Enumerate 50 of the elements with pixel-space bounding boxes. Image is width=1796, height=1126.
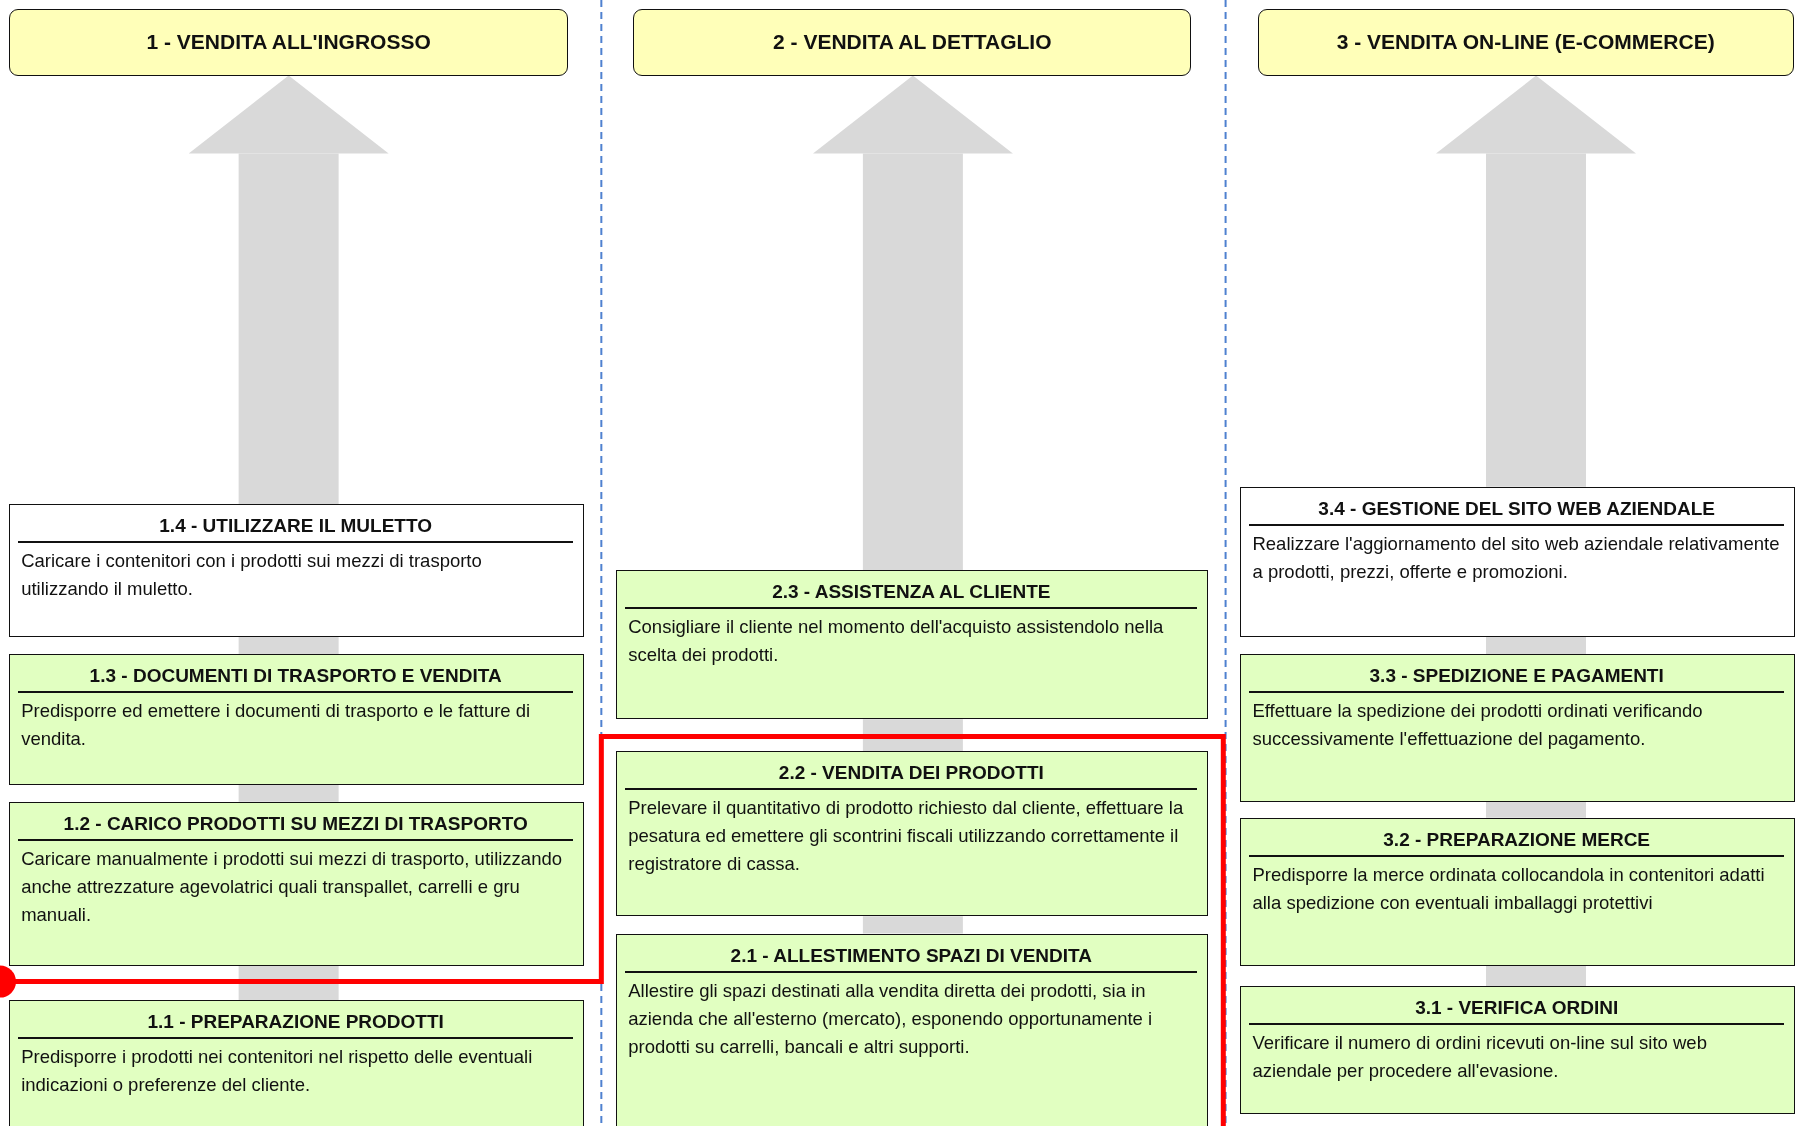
header-title: 3 - VENDITA ON-LINE (E-COMMERCE) <box>1336 30 1715 55</box>
connector-band <box>238 965 339 1000</box>
arrow <box>188 75 389 504</box>
box-text: Realizzare l'aggiornamento del sito web aziendale relativamente a prodotti, prezzi, offerte e promozioni. <box>1251 531 1781 584</box>
box-heading: 3.1 - VERIFICA ORDINI <box>1249 995 1784 1026</box>
box-text: Caricare manualmente i prodotti sui mezzi di trasporto, utilizzando anche attrezzature agevolatrici quali transpallet, carrelli e gru manuali. <box>20 846 563 927</box>
box-heading: 1.3 - DOCUMENTI DI TRASPORTO E VENDITA <box>18 663 574 693</box>
box-heading: 3.2 - PREPARAZIONE MERCE <box>1249 826 1784 857</box>
process-box <box>9 999 585 1126</box>
connector-band <box>862 719 963 752</box>
box-text: Effettuare la spedizione dei prodotti ordinati verificando successivamente l'effettuazione del pagamento. <box>1251 699 1704 751</box>
box-heading: 2.2 - VENDITA DEI PRODOTTI <box>625 760 1198 791</box>
connector-band <box>1486 636 1586 655</box>
connector-band <box>238 784 339 802</box>
header-title: 2 - VENDITA AL DETTAGLIO <box>773 30 1052 55</box>
box-text: Predisporre ed emettere i documenti di trasporto e le fatture di vendita. <box>20 699 532 751</box>
connector-band <box>862 916 963 934</box>
box-text: Prelevare il quantitativo di prodotto richiesto dal cliente, effettuare la pesatura ed emettere gli scontrini fiscali utilizzando correttamente il registratore di cassa. <box>627 796 1185 877</box>
box-text: Caricare i contenitori con i prodotti sui mezzi di trasporto utilizzando il muletto. <box>20 548 483 601</box>
process-box <box>1240 817 1795 966</box>
connector-band <box>1486 801 1586 818</box>
column-header <box>1257 9 1794 76</box>
connector-band <box>238 636 339 655</box>
process-box <box>616 751 1209 917</box>
box-text: Verificare il numero di ordini ricevuti on-line sul sito web aziendale per procedere all'evasione. <box>1251 1031 1708 1084</box>
arrow <box>1436 75 1636 487</box>
box-heading: 2.3 - ASSISTENZA AL CLIENTE <box>625 579 1198 610</box>
process-box <box>9 503 585 637</box>
box-heading: 1.1 - PREPARAZIONE PRODOTTI <box>18 1008 574 1039</box>
process-box <box>9 654 585 785</box>
process-box <box>616 570 1209 720</box>
box-heading: 1.2 - CARICO PRODOTTI SU MEZZI DI TRASPORTO <box>18 810 574 841</box>
box-heading: 2.1 - ALLESTIMENTO SPAZI DI VENDITA <box>625 942 1198 973</box>
process-box <box>616 933 1209 1126</box>
box-text: Consigliare il cliente nel momento dell'acquisto assistendolo nella scelta dei prodotti. <box>627 615 1165 668</box>
column-header <box>9 9 569 76</box>
process-box <box>1240 986 1795 1115</box>
connector-band <box>1486 965 1586 987</box>
box-heading: 1.4 - UTILIZZARE IL MULETTO <box>18 512 574 543</box>
box-heading: 3.3 - SPEDIZIONE E PAGAMENTI <box>1249 663 1784 693</box>
process-box <box>1240 486 1795 637</box>
box-heading: 3.4 - GESTIONE DEL SITO WEB AZIENDALE <box>1249 495 1784 526</box>
arrow <box>812 75 1013 571</box>
box-text: Allestire gli spazi destinati alla vendita diretta dei prodotti, sia in azienda che all'esterno (mercato), esponendo opportunamente i prodotti su carrelli, bancali e altri supporti. <box>627 978 1154 1059</box>
header-title: 1 - VENDITA ALL'INGROSSO <box>146 30 431 55</box>
process-box <box>1240 654 1795 802</box>
box-text: Predisporre i prodotti nei contenitori nel rispetto delle eventuali indicazioni o preferenze del cliente. <box>20 1044 534 1097</box>
column-header <box>633 9 1192 76</box>
process-box <box>9 801 585 966</box>
box-text: Predisporre la merce ordinata collocandola in contenitori adatti alla spedizione con eventuali imballaggi protettivi <box>1251 862 1766 915</box>
